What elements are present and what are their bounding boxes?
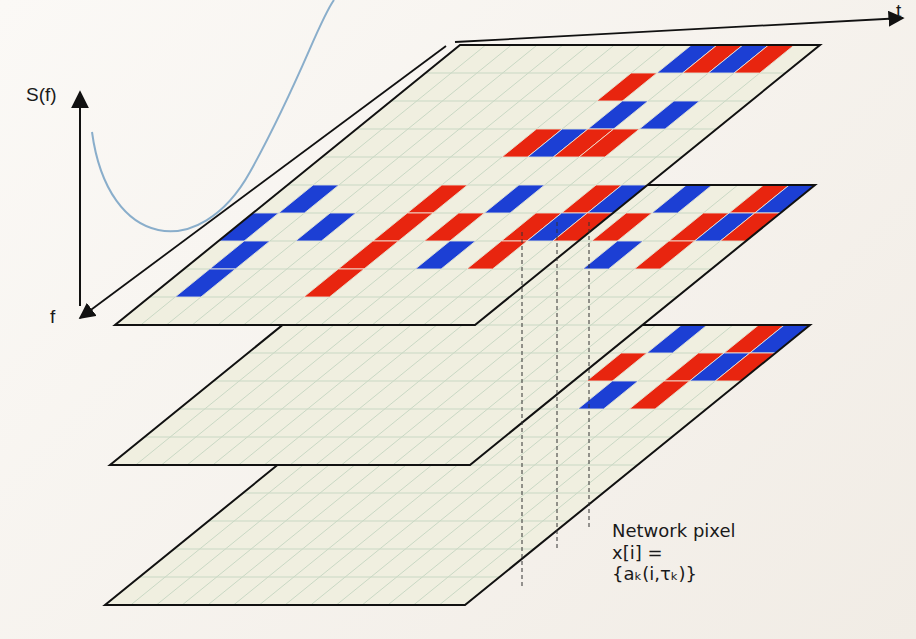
time-axis <box>455 18 903 42</box>
pixel-guides <box>522 222 589 588</box>
axis-label: f <box>50 306 55 329</box>
annotation-label: Network pixel x[i] ={aₖ(i,τₖ)} <box>612 520 744 585</box>
frequency-axis <box>80 46 446 318</box>
tf-map-plane <box>115 45 820 325</box>
axis-label: S(f) <box>26 84 57 107</box>
spectrum-axis <box>79 92 81 306</box>
axis-label: t <box>896 0 901 23</box>
